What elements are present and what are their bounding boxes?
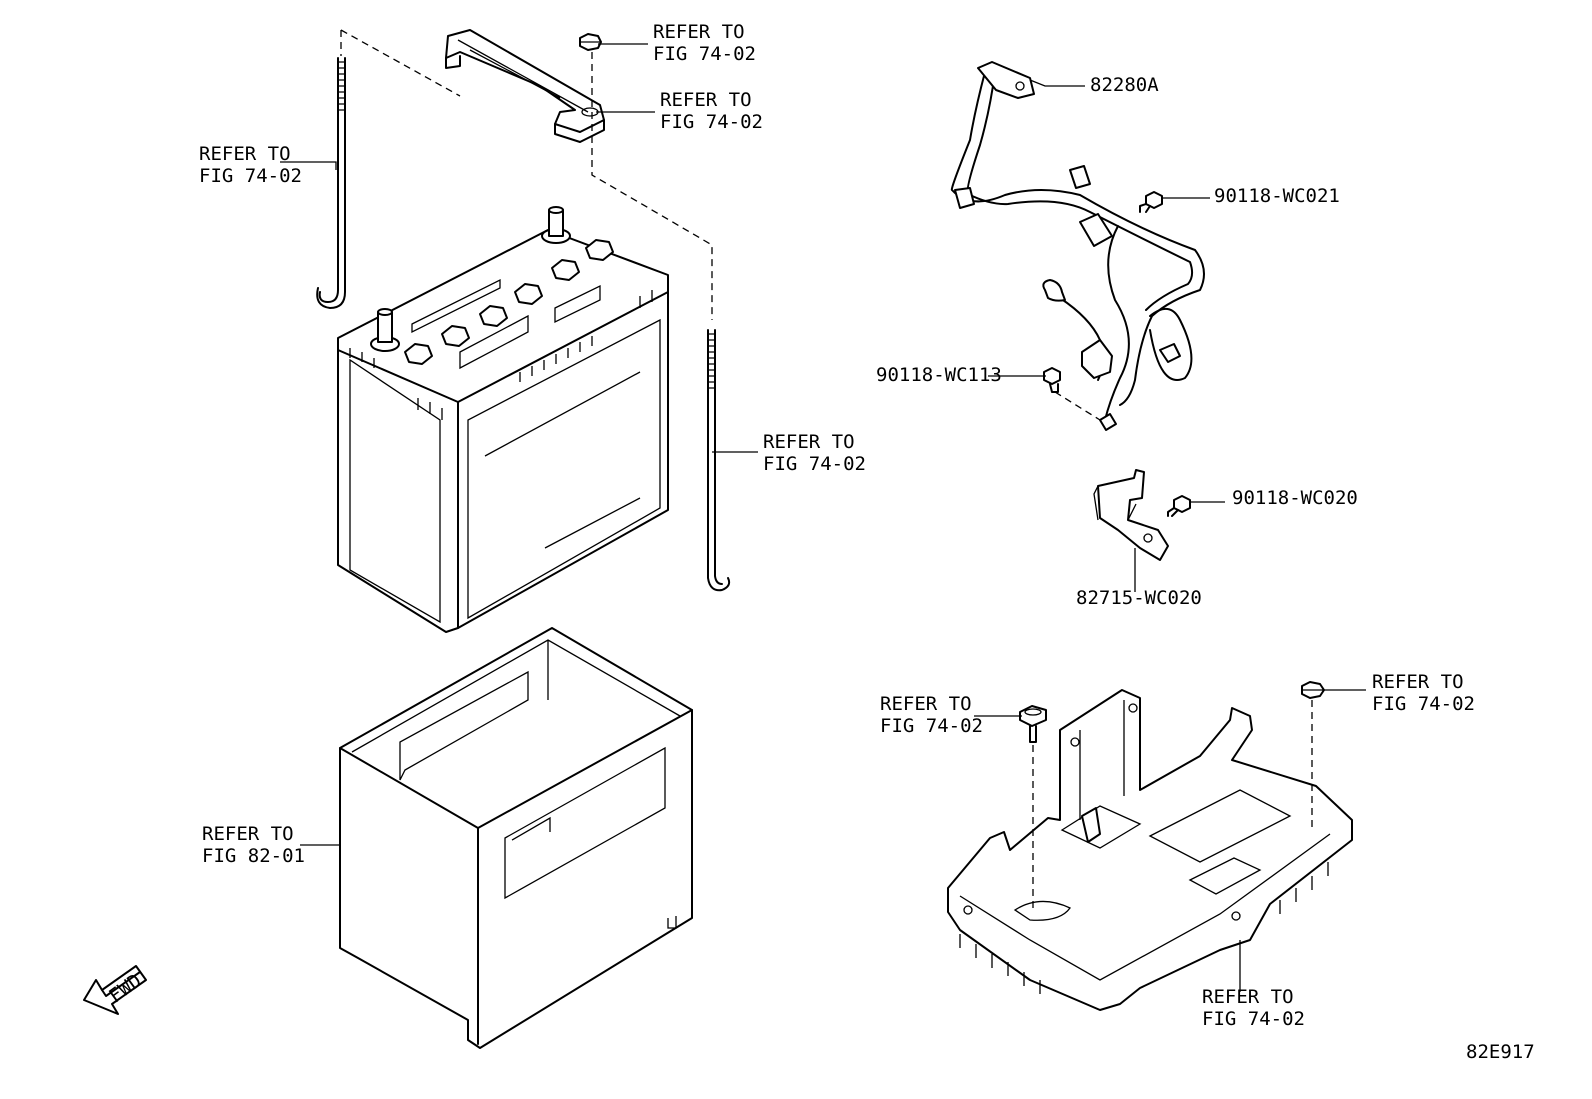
callout-tray-bolt-left: REFER TO FIG 74-02 [880,693,983,737]
assembly-line-clamp-right [591,52,713,320]
fwd-label: FWD [105,970,146,1008]
battery-terminal-negative [541,206,571,244]
assembly-line-ground-bolt [1054,391,1101,421]
callout-hold-down-rod-left: REFER TO FIG 74-02 [199,143,302,187]
bolt-bracket[interactable] [1167,495,1191,517]
part-number-bolt-bracket[interactable]: 90118-WC020 [1232,487,1358,509]
tray-nut-right[interactable] [1301,681,1325,699]
tray-bolt-left[interactable] [1019,705,1047,743]
leader-lines [280,43,1366,992]
fwd-arrow-icon: FWD [83,965,147,1015]
part-number-bracket[interactable]: 82715-WC020 [1076,587,1202,609]
bolt-upper[interactable] [1139,191,1163,213]
callout-tray-nut-right: REFER TO FIG 74-02 [1372,671,1475,715]
bolt-ground[interactable] [1043,367,1061,393]
battery-clamp[interactable] [445,29,605,143]
hold-down-rod-left[interactable] [316,57,346,309]
callout-battery-case: REFER TO FIG 82-01 [202,823,305,867]
part-number-bolt-upper[interactable]: 90118-WC021 [1214,185,1340,207]
diagram-code: 82E917 [1466,1041,1535,1063]
callout-clamp: REFER TO FIG 74-02 [660,89,763,133]
battery-cable[interactable] [950,61,1205,431]
callout-hold-down-rod-right: REFER TO FIG 74-02 [763,431,866,475]
battery-terminal-positive [370,308,400,352]
hold-down-rod-right[interactable] [707,329,731,592]
part-number-bolt-ground[interactable]: 90118-WC113 [876,364,1002,386]
part-number-cable[interactable]: 82280A [1090,74,1159,96]
assembly-line-left-rod [340,29,461,97]
battery[interactable] [337,206,669,633]
battery-case[interactable] [339,627,693,1049]
cable-bracket[interactable] [1093,469,1169,561]
battery-tray[interactable] [947,689,1353,1011]
battery-cell-caps [404,239,614,365]
clamp-nut[interactable] [579,33,602,51]
callout-tray: REFER TO FIG 74-02 [1202,986,1305,1030]
callout-clamp-nut: REFER TO FIG 74-02 [653,21,756,65]
